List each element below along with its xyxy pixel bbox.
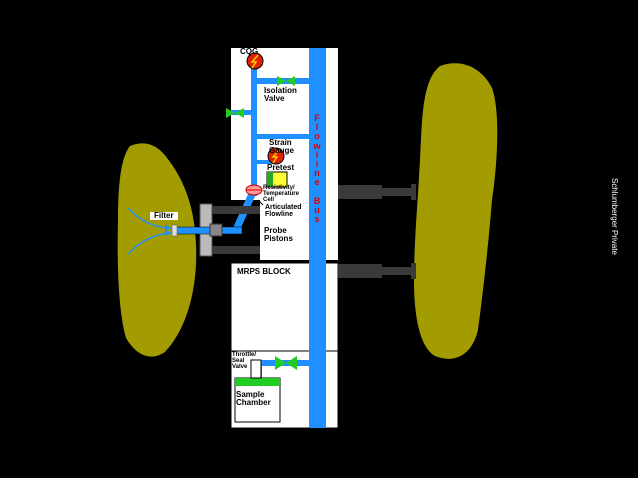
pad-upper-tip — [411, 184, 416, 200]
cqg-bolt — [250, 54, 259, 69]
strain-gauge-label: Strain Gauge — [269, 138, 294, 155]
articulated-arrow — [257, 199, 264, 206]
flowline-bus-letter: u — [314, 205, 320, 215]
pad-lower-tip — [411, 263, 416, 279]
flowline-bus-letter: w — [313, 140, 321, 151]
resistivity-cell-label: Resistivity/ Temperature Cell — [263, 185, 299, 203]
sample-chamber-piston — [250, 359, 262, 379]
pad-upper-arm — [382, 188, 412, 196]
formation-right — [414, 63, 498, 359]
flow-arrow-lower — [127, 232, 169, 255]
isolation-valve-icon — [277, 76, 295, 86]
flowline-bus-letter: l — [315, 149, 319, 160]
flowline-bus-letter: F — [314, 113, 320, 123]
throttle-seal-valve-label: Throttle/ Seal Valve — [232, 352, 256, 370]
flowline-bus-letter: B — [313, 195, 321, 206]
schlumberger-private-label: Schlumberger Private — [610, 178, 619, 255]
throttle-valve-icon — [275, 356, 297, 370]
flowline-bus-letter: s — [314, 214, 320, 225]
probe-packer — [209, 223, 223, 237]
probe-flowline — [175, 226, 243, 235]
probe-piston-lower — [212, 246, 260, 254]
flowline-bus — [309, 48, 326, 428]
flowline-bus-letter: l — [315, 122, 319, 133]
cqg-gauge-icon — [246, 52, 264, 70]
strain-gauge-icon — [267, 147, 285, 165]
flowline-bus-letter: o — [314, 131, 320, 142]
flowline-vertical — [251, 66, 257, 196]
strain-gauge-bolt — [271, 149, 280, 164]
mrps-block-label: MRPS BLOCK — [237, 267, 291, 276]
filter-label: Filter — [150, 212, 178, 220]
pretest-label: Pretest — [267, 163, 295, 172]
isolation-valve-label: Isolation Valve — [264, 86, 297, 103]
flowline-bus-letter: i — [315, 159, 319, 169]
flowline-strain — [251, 134, 309, 139]
sample-chamber-fill — [235, 378, 280, 386]
flowline-pretest — [251, 160, 276, 164]
pretest-piston-green — [267, 172, 273, 187]
side-valve-icon — [226, 108, 244, 118]
pad-upper-body — [338, 185, 382, 199]
flowline-bus-letter: n — [314, 168, 320, 179]
probe-piston-upper — [212, 206, 260, 214]
probe-pistons-label: Probe Pistons — [264, 226, 293, 243]
cqg-label: CQG — [240, 47, 259, 56]
articulated-flowline-label: Articulated Flowline — [265, 204, 302, 218]
pad-lower-body — [338, 264, 382, 278]
filter-icon — [171, 224, 178, 237]
flow-arrow-upper — [127, 207, 169, 229]
formation-left — [117, 143, 197, 357]
sample-chamber-label: Sample Chamber — [236, 390, 271, 407]
flowline-bus-letter: e — [314, 177, 320, 188]
pad-lower-arm — [382, 267, 412, 275]
